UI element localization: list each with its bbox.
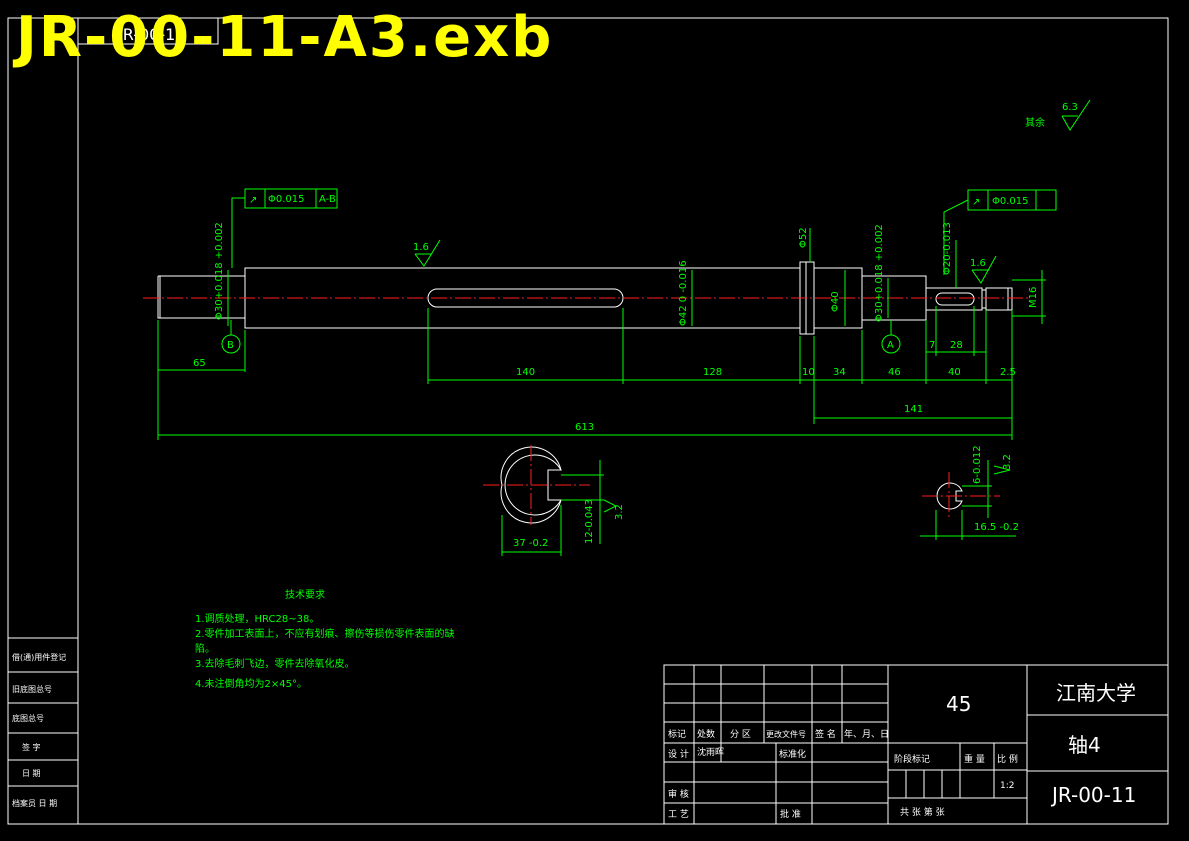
- dim-phi52: Φ52: [798, 227, 809, 248]
- dim-m16: M16: [1028, 287, 1039, 308]
- tolerance-frame-right: ↗ Φ0.015: [943, 189, 1057, 275]
- dim-phi20: Φ20-0.013: [942, 222, 953, 275]
- title-header-2: 分 区: [730, 729, 751, 740]
- tolerance-left-datum: A-B: [319, 194, 336, 205]
- file-title-overlay: JR-00-11-A3.exb: [16, 5, 554, 70]
- dim-613: 613: [575, 422, 594, 433]
- side-cell-2: 底图总号: [12, 713, 44, 723]
- process-label: 工 艺: [668, 809, 689, 820]
- scale-label: 比 例: [997, 753, 1018, 765]
- side-cell-5: 档案员 日 期: [12, 798, 57, 808]
- title-header-4: 签 名: [815, 728, 836, 740]
- side-cell-3: 签 字: [22, 742, 41, 752]
- tolerance-left-symbol: ↗: [249, 195, 257, 206]
- dim-phi30-right: Φ30+0.018 +0.002: [874, 224, 885, 322]
- scale-value: 1:2: [1000, 781, 1014, 791]
- dim-140: 140: [516, 367, 535, 378]
- material: 45: [946, 692, 971, 716]
- surface-finish-other-label: 其余: [1025, 116, 1045, 129]
- sheet-label: 共 张 第 张: [900, 806, 945, 818]
- dim-phi30-left: Φ30+0.018 +0.002: [214, 222, 225, 320]
- side-cell-0: 借(通)用件登记: [12, 652, 66, 662]
- tech-req-item-3: 3.去除毛刺飞边，零件去除氧化皮。: [195, 657, 355, 670]
- part-name: 轴4: [1068, 733, 1101, 757]
- top-drawing-code: JR-00-11: [117, 25, 185, 44]
- approve-label: 批 准: [780, 808, 801, 820]
- designer-label: 设 计: [668, 748, 689, 760]
- dim-phi42: Φ42 0 -0.016: [678, 260, 689, 326]
- surface-finish-a-value: 1.6: [413, 242, 429, 253]
- dim-128: 128: [703, 367, 722, 378]
- dim-2-5: 2.5: [1000, 367, 1016, 378]
- keyway-small: [935, 292, 975, 306]
- top-code-box: JR-00-11: [77, 17, 219, 45]
- datum-a-label: A: [887, 340, 894, 351]
- dim-34: 34: [833, 367, 846, 378]
- dim-141: 141: [904, 404, 923, 415]
- datum-b: B: [221, 320, 241, 354]
- designer-name: 沈雨晖: [697, 746, 724, 758]
- section1-dim-37: 37 -0.2: [513, 538, 548, 549]
- dim-10: 10: [802, 367, 815, 378]
- inner-frame: [77, 17, 1169, 825]
- datum-a: A: [881, 320, 901, 354]
- surface-finish-b-value: 1.6: [970, 258, 986, 269]
- dim-7: 7: [929, 340, 935, 351]
- tolerance-left-value: Φ0.015: [268, 194, 305, 205]
- title-header-0: 标记: [668, 728, 686, 740]
- section-view-1: 37 -0.2 12-0.043 3.2: [483, 445, 625, 556]
- dimension-lines: [158, 351, 1012, 436]
- tech-req-item-1: 2.零件加工表面上，不应有划痕、擦伤等损伤零件表面的缺: [195, 627, 455, 640]
- side-cell-4: 日 期: [22, 769, 41, 778]
- side-cell-1: 旧底图总号: [12, 684, 52, 694]
- tolerance-right-symbol: ↗: [972, 197, 980, 208]
- section1-dim-12: 12-0.043: [584, 499, 595, 544]
- section2-dim-6: 6-0.012: [972, 445, 983, 484]
- section1-finish: 3.2: [614, 504, 625, 520]
- surface-finish-other-value: 6.3: [1062, 102, 1078, 113]
- standard-label: 标准化: [779, 748, 806, 760]
- section2-dim-16-5: 16.5 -0.2: [974, 522, 1019, 533]
- dim-65: 65: [193, 358, 206, 369]
- extension-lines: [157, 306, 1013, 440]
- stage-label: 阶段标记: [894, 753, 930, 765]
- surface-finish-other: 其余 6.3: [1025, 99, 1091, 131]
- outer-frame: [7, 17, 1169, 825]
- dim-28: 28: [950, 340, 963, 351]
- weight-label: 重 量: [964, 753, 985, 765]
- section-view-2: 6-0.012 16.5 -0.2 3.2: [920, 445, 1019, 540]
- tech-req-item-2: 陷。: [195, 642, 215, 655]
- section2-finish: 3.2: [1002, 454, 1013, 470]
- surface-finish-b: 1.6: [970, 255, 997, 284]
- side-table: 借(通)用件登记 旧底图总号 底图总号 签 字 日 期 档案员 日 期: [7, 637, 79, 825]
- title-header-1: 处数: [697, 728, 715, 740]
- tech-req-item-4: 4.未注倒角均为2×45°。: [195, 677, 307, 690]
- title-header-3: 更改文件号: [766, 729, 806, 739]
- university: 江南大学: [1056, 681, 1136, 705]
- dim-phi40: Φ40: [830, 291, 841, 312]
- tech-requirements: 技术要求 1.调质处理，HRC28~38。 2.零件加工表面上，不应有划痕、擦伤…: [195, 588, 455, 690]
- review-label: 审 核: [668, 788, 689, 800]
- tech-req-item-0: 1.调质处理，HRC28~38。: [195, 613, 319, 625]
- title-block: 标记 处数 分 区 更改文件号 签 名 年、月、日 设 计 沈雨晖 标准化 审 …: [663, 664, 1169, 825]
- drawing-number: JR-00-11: [1050, 783, 1136, 807]
- surface-finish-a: 1.6: [413, 239, 441, 267]
- title-header-5: 年、月、日: [844, 728, 889, 740]
- tech-requirements-title: 技术要求: [285, 588, 325, 601]
- tolerance-right-value: Φ0.015: [992, 196, 1029, 207]
- dim-40: 40: [948, 367, 961, 378]
- tolerance-frame-left: ↗ Φ0.015 A-B: [231, 188, 338, 268]
- dim-46: 46: [888, 367, 901, 378]
- datum-b-label: B: [227, 340, 234, 351]
